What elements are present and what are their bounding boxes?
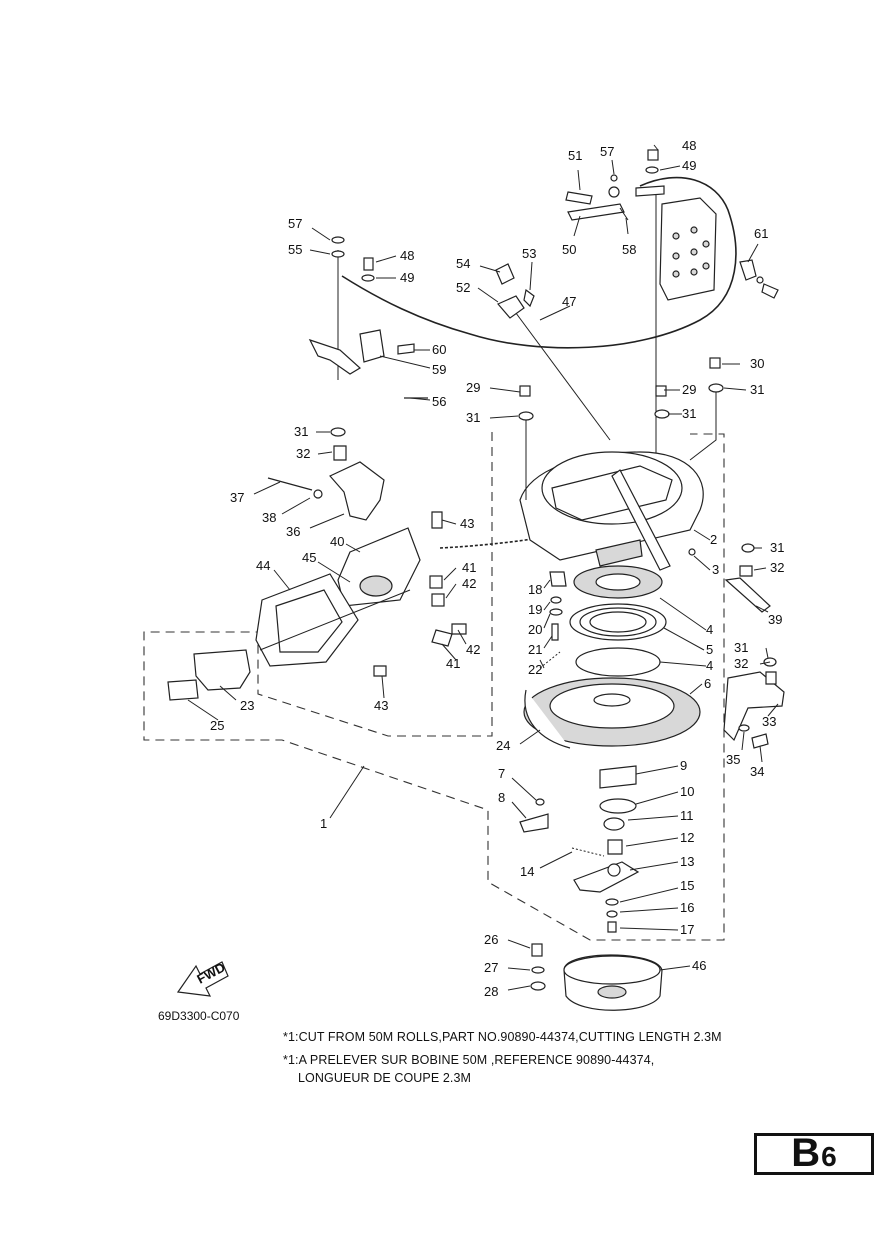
callout-22: 22 xyxy=(528,662,542,677)
callout-4: 4 xyxy=(706,622,713,637)
page-marker-letter: B xyxy=(791,1131,821,1175)
callout-57-second: 57 xyxy=(600,144,614,159)
callout-42-second: 42 xyxy=(466,642,480,657)
callout-48-second: 48 xyxy=(400,248,414,263)
callout-33: 33 xyxy=(762,714,776,729)
callout-52: 52 xyxy=(456,280,470,295)
callout-18: 18 xyxy=(528,582,542,597)
callout-35: 35 xyxy=(726,752,740,767)
callout-32-third: 32 xyxy=(734,656,748,671)
callout-60: 60 xyxy=(432,342,446,357)
callout-51: 51 xyxy=(568,148,582,163)
callout-31-sixth: 31 xyxy=(734,640,748,655)
callout-31-third: 31 xyxy=(750,382,764,397)
callout-31-fourth: 31 xyxy=(294,424,308,439)
fwd-arrow-icon: FWD xyxy=(176,960,229,997)
callout-labels: 1 2 3 4 4 5 6 7 8 9 10 11 12 13 14 15 16… xyxy=(210,138,784,999)
drive-pawl-parts xyxy=(519,765,640,933)
callout-10: 10 xyxy=(680,784,694,799)
callout-32: 32 xyxy=(296,446,310,461)
starter-case xyxy=(519,451,704,571)
side-brackets xyxy=(518,357,785,749)
callout-59: 59 xyxy=(432,362,446,377)
callout-25: 25 xyxy=(210,718,224,733)
callout-29-second: 29 xyxy=(682,382,696,397)
mounting-plate xyxy=(659,197,779,301)
callout-36: 36 xyxy=(286,524,300,539)
callout-19: 19 xyxy=(528,602,542,617)
callout-34: 34 xyxy=(750,764,764,779)
link-hardware xyxy=(308,149,665,399)
callout-20: 20 xyxy=(528,622,542,637)
callout-28: 28 xyxy=(484,984,498,999)
callout-56: 56 xyxy=(432,394,446,409)
page-marker-number: 6 xyxy=(821,1141,837,1172)
note-french-line-2: LONGUEUR DE COUPE 2.3M xyxy=(298,1071,472,1085)
drive-cup xyxy=(530,943,663,1011)
callout-41-second: 41 xyxy=(446,656,460,671)
callout-8: 8 xyxy=(498,790,505,805)
callout-48: 48 xyxy=(682,138,696,153)
callout-41: 41 xyxy=(462,560,476,575)
callout-30: 30 xyxy=(750,356,764,371)
callout-38: 38 xyxy=(262,510,276,525)
callout-31-fifth: 31 xyxy=(770,540,784,555)
callout-1: 1 xyxy=(320,816,327,831)
callout-49: 49 xyxy=(682,158,696,173)
callout-55: 55 xyxy=(288,242,302,257)
callout-54: 54 xyxy=(456,256,470,271)
callout-32-second: 32 xyxy=(770,560,784,575)
callout-16: 16 xyxy=(680,900,694,915)
callout-4-second: 4 xyxy=(706,658,713,673)
callout-53: 53 xyxy=(522,246,536,261)
callout-45: 45 xyxy=(302,550,316,565)
callout-50: 50 xyxy=(562,242,576,257)
leader-lines xyxy=(187,144,779,991)
callout-17: 17 xyxy=(680,922,694,937)
callout-13: 13 xyxy=(680,854,694,869)
callout-44: 44 xyxy=(256,558,270,573)
callout-49-second: 49 xyxy=(400,270,414,285)
callout-9: 9 xyxy=(680,758,687,773)
callout-43-second: 43 xyxy=(374,698,388,713)
callout-61: 61 xyxy=(754,226,768,241)
callout-23: 23 xyxy=(240,698,254,713)
callout-14: 14 xyxy=(520,864,534,879)
callout-15: 15 xyxy=(680,878,694,893)
callout-2: 2 xyxy=(710,532,717,547)
callout-31-second: 31 xyxy=(682,406,696,421)
note-english: *1:CUT FROM 50M ROLLS,PART NO.90890-4437… xyxy=(283,1030,722,1044)
callout-58: 58 xyxy=(622,242,636,257)
callout-42: 42 xyxy=(462,576,476,591)
assembly-outline xyxy=(143,432,725,941)
drawing-code: 69D3300-C070 xyxy=(158,1009,240,1023)
callout-29: 29 xyxy=(466,380,480,395)
callout-46: 46 xyxy=(692,958,706,973)
callout-6: 6 xyxy=(704,676,711,691)
callout-39: 39 xyxy=(768,612,782,627)
callout-57: 57 xyxy=(288,216,302,231)
callout-11: 11 xyxy=(680,808,694,823)
callout-47: 47 xyxy=(562,294,576,309)
callout-21: 21 xyxy=(528,642,542,657)
callout-27: 27 xyxy=(484,960,498,975)
starter-handle-assembly xyxy=(167,427,467,701)
callout-26: 26 xyxy=(484,932,498,947)
callout-24: 24 xyxy=(496,738,510,753)
callout-7: 7 xyxy=(498,766,505,781)
page-marker: B 6 xyxy=(754,1133,874,1175)
callout-5: 5 xyxy=(706,642,713,657)
callout-3: 3 xyxy=(712,562,719,577)
callout-37: 37 xyxy=(230,490,244,505)
callout-43: 43 xyxy=(460,516,474,531)
callout-40: 40 xyxy=(330,534,344,549)
note-french-line-1: *1:A PRELEVER SUR BOBINE 50M ,REFERENCE … xyxy=(283,1053,655,1067)
recoil-spring-stack xyxy=(523,565,701,749)
callout-12: 12 xyxy=(680,830,694,845)
callout-31: 31 xyxy=(466,410,480,425)
